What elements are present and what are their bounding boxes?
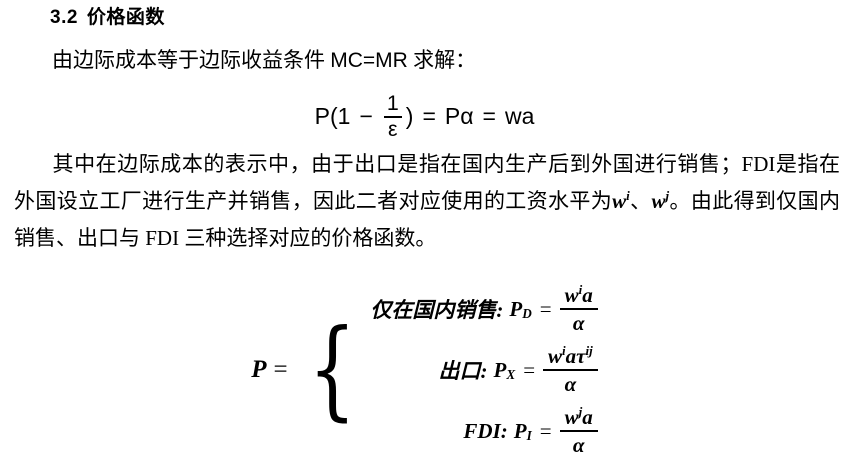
case-fdi-label: FDI: [463,418,508,443]
case-fdi-equals: = [539,418,552,443]
case-export-a: a [565,343,577,368]
case-export-var: P [493,357,507,382]
body-text-part-2: 。由此得到仅国内销售、出口与 FDI 三种选择对应的价格函数。 [14,189,841,250]
wage-superscript-j: j [665,188,670,203]
equation-rhs: wa [504,103,535,130]
case-export-numerator: wiaτij [543,342,598,368]
intro-text-post: 求解： [413,48,477,72]
case-domestic-w-superscript: i [578,281,583,297]
equation-equals-1: = [422,103,436,130]
case-domestic-denominator: α [572,311,585,335]
case-domestic-fraction: wia α [559,281,598,335]
case-fdi-fraction: wja α [559,403,598,457]
case-domestic-label: 仅在国内销售: [370,298,504,322]
case-domestic-equals: = [539,296,552,321]
section-number: 3.2 [50,7,78,28]
case-export-fraction-bar [543,369,598,371]
intro-text-pre: 由边际成本等于边际收益条件 [52,48,325,72]
piecewise-equals: = [273,356,288,383]
case-export-tau: τ [576,343,586,368]
intro-condition-formula: MC=MR [330,49,408,72]
case-domestic-a: a [582,282,593,307]
equation-equals-2: = [482,103,496,130]
case-fdi-a: a [582,404,593,429]
case-domestic-fraction-bar [559,308,598,310]
body-text-part-1: 其中在边际成本的表示中，由于出口是指在国内生产后到外国进行销售；FDI是指在外国… [14,152,840,213]
marginal-cost-equation: P(1 − 1 ε ) = Pα = wa [0,91,849,141]
case-export-w: w [548,343,563,368]
variable-separator: 、 [629,189,652,213]
equation-middle-term: Pα [444,103,474,130]
case-fdi-w-superscript: j [578,403,583,419]
wage-symbol-j: w [651,189,666,213]
piecewise-variable-P: P [251,356,267,383]
wage-variable-i: wi [612,189,630,213]
case-export-fraction: wiaτij α [543,342,598,396]
piecewise-brace: { [307,306,357,432]
case-fdi-fraction-bar [559,430,598,432]
case-fdi-w: w [564,404,579,429]
case-fdi-var: P [513,418,527,443]
case-domestic-w: w [564,282,579,307]
wage-symbol-i: w [612,189,627,213]
case-export-tau-superscript: ij [585,342,593,358]
wage-superscript-i: i [626,188,630,203]
section-heading: 3.2 价格函数 [50,2,165,29]
intro-paragraph: 由边际成本等于边际收益条件 MC=MR 求解： [52,42,476,79]
equation-fraction: 1 ε [383,91,402,141]
case-export-equals: = [523,357,536,382]
section-title: 价格函数 [86,7,165,28]
equation-lhs: P(1 [314,103,351,130]
case-export-w-superscript: i [562,342,566,358]
case-domestic-numerator: wia [560,281,598,307]
case-fdi-numerator: wja [560,403,598,429]
wage-variable-j: wj [651,189,669,213]
equation-close-paren: ) [405,103,414,130]
piecewise-left-hand-side: P= [251,356,287,384]
equation-minus-operator: − [359,103,373,130]
case-export-label: 出口: [438,359,488,383]
fraction-bar [383,115,402,118]
case-export-denominator: α [564,372,577,396]
body-paragraph: 其中在边际成本的表示中，由于出口是指在国内生产后到外国进行销售；FDI是指在外国… [14,146,840,257]
case-domestic-var: P [509,296,523,321]
fraction-denominator: ε [388,116,398,141]
fraction-numerator: 1 [386,91,399,115]
case-fdi-denominator: α [572,433,585,457]
